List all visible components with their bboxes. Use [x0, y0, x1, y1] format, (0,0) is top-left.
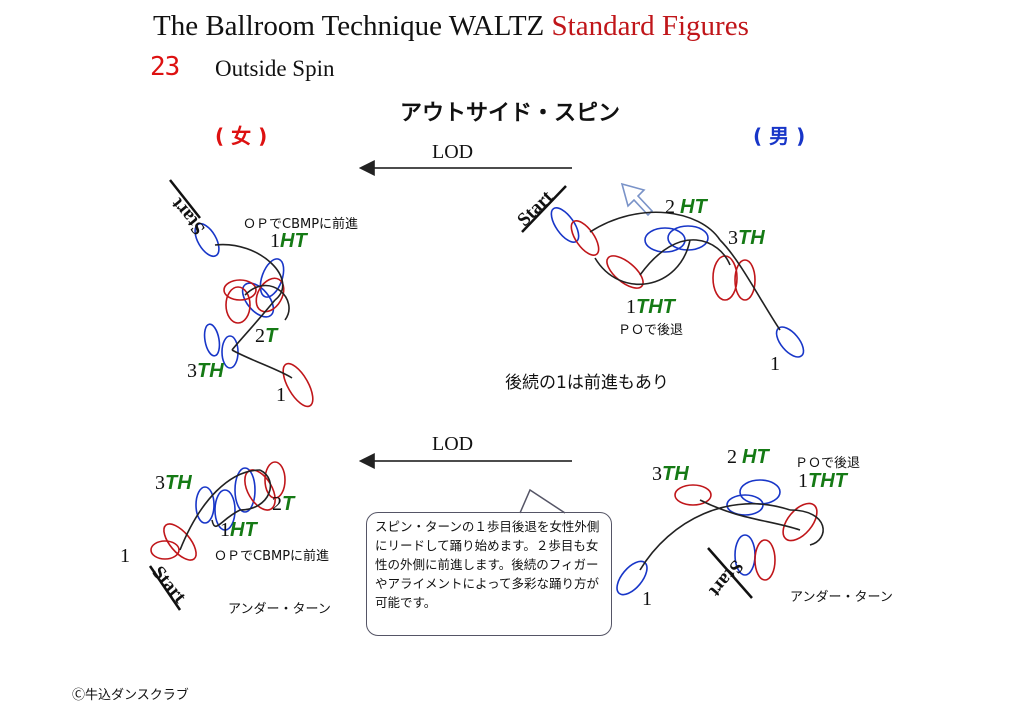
top-right-diagram — [521, 185, 805, 358]
note-top-left: ＯＰでCBMPに前進 — [243, 217, 359, 232]
step-label: 1THT — [626, 296, 675, 318]
step-label: 1 — [276, 384, 286, 406]
step-label: 1 — [642, 588, 652, 610]
step-label: 1 — [770, 353, 780, 375]
step-label: 2 HT — [665, 196, 707, 218]
note-bottom-right: ＰＯで後退 — [795, 456, 861, 471]
under-turn-left: アンダー・ターン — [228, 602, 331, 617]
note-bottom-left: ＯＰでCBMPに前進 — [214, 549, 330, 564]
step-label: 3TH — [155, 472, 192, 494]
step-label: 1HT — [270, 230, 307, 252]
direction-arrow — [620, 182, 654, 217]
step-label: 3TH — [187, 360, 224, 382]
bubble-tail — [519, 488, 566, 514]
figure-name-jp: アウトサイド・スピン — [400, 101, 621, 126]
step-label: 1HT — [220, 519, 257, 541]
lod-label-bottom: LOD — [432, 433, 474, 455]
female-label: ( 女 ) — [215, 124, 268, 148]
alt-note: 後続の1は前進もあり — [505, 373, 669, 393]
step-label: 1THT — [798, 470, 847, 492]
male-label: ( 男 ) — [753, 124, 806, 148]
lod-label-top: LOD — [432, 141, 474, 163]
step-label: 1 — [120, 545, 130, 567]
figure-number: 23 — [150, 52, 180, 82]
under-turn-right: アンダー・ターン — [790, 590, 893, 605]
copyright: Ⓒ牛込ダンスクラブ — [72, 688, 189, 703]
bottom-right-diagram — [616, 479, 824, 599]
step-label: 3TH — [728, 227, 765, 249]
step-label: 2 HT — [727, 446, 769, 468]
page-title: The Ballroom Technique WALTZ Standard Fi… — [153, 10, 749, 42]
step-label: 2T — [255, 325, 278, 347]
step-label: 3TH — [652, 463, 689, 485]
explanation-bubble: スピン・ターンの１歩目後退を女性外側にリードして踊り始めます。２歩目も女性の外側… — [366, 512, 612, 636]
bottom-left-diagram — [148, 461, 286, 611]
figure-name: Outside Spin — [215, 56, 335, 81]
step-label: 2T — [272, 493, 295, 515]
top-left-diagram — [169, 179, 314, 408]
note-top-right: ＰＯで後退 — [618, 323, 684, 338]
